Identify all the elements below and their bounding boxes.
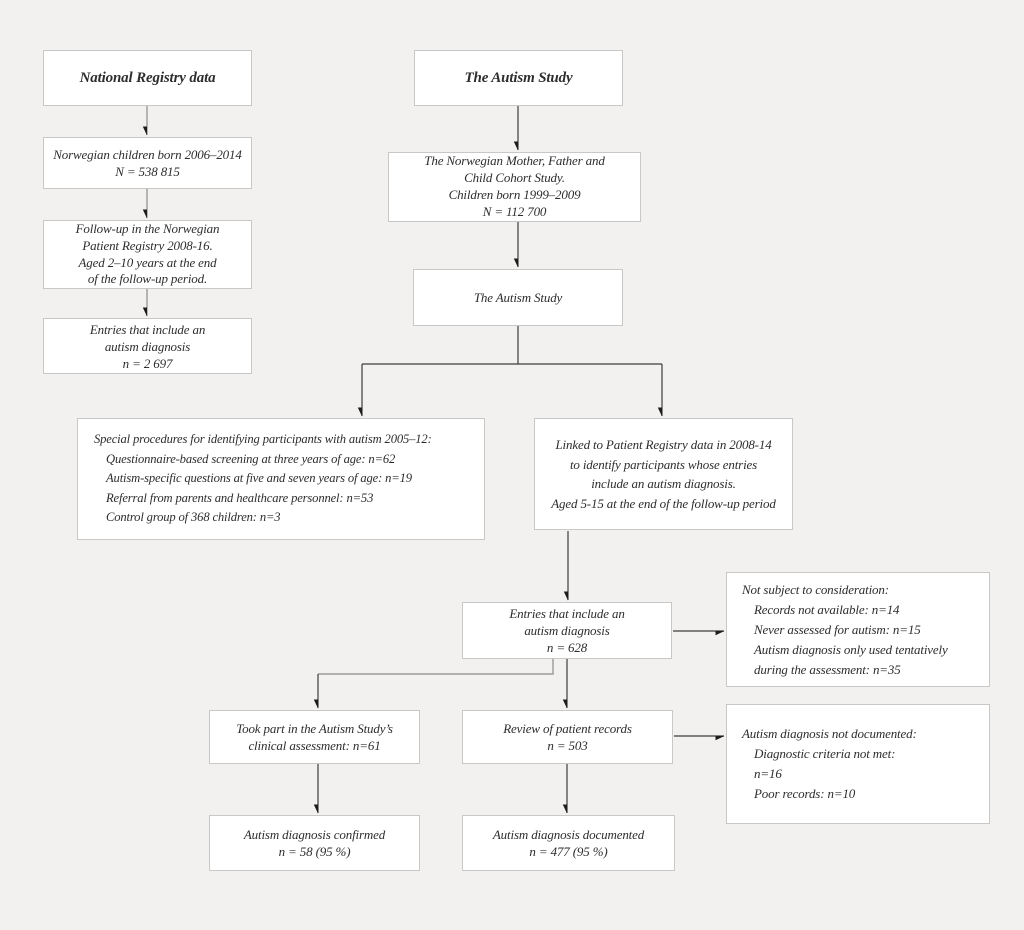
node-autism-study-header: The Autism Study xyxy=(414,50,623,106)
node-line: Never assessed for autism: n=15 xyxy=(754,621,921,637)
node-line: Norwegian children born 2006–2014 xyxy=(53,147,242,162)
node-line: Patient Registry 2008-16. xyxy=(82,237,213,253)
node-title: The Autism Study xyxy=(473,290,563,305)
node-line: Autism diagnosis documented xyxy=(492,827,645,842)
node-line: autism diagnosis xyxy=(524,623,610,638)
node-line: Entries that include an xyxy=(509,606,625,621)
node-special-procedures: Special procedures for identifying parti… xyxy=(77,418,485,540)
node-line: autism diagnosis xyxy=(104,338,191,354)
node-line: Linked to Patient Registry data in 2008-… xyxy=(555,437,772,452)
node-line: Child Cohort Study. xyxy=(464,170,565,186)
node-line: N = 112 700 xyxy=(482,203,547,219)
node-line: of the follow-up period. xyxy=(87,271,208,287)
node-line: n = 2 697 xyxy=(122,355,173,371)
node-diagnosis-confirmed: Autism diagnosis confirmed n = 58 (95 %) xyxy=(209,815,420,871)
node-line: Aged 5-15 at the end of the follow-up pe… xyxy=(551,495,776,511)
node-line: n = 628 xyxy=(546,640,588,655)
node-line: Took part in the Autism Study’s xyxy=(236,721,393,736)
node-line: Referral from parents and healthcare per… xyxy=(106,490,374,505)
node-line: n=16 xyxy=(754,766,782,781)
node-line: n = 503 xyxy=(547,738,588,753)
node-line: include an autism diagnosis. xyxy=(591,476,736,491)
node-entries-628: Entries that include an autism diagnosis… xyxy=(462,602,672,659)
node-norwegian-children: Norwegian children born 2006–2014 N = 53… xyxy=(43,137,252,189)
connector-branch-trunk xyxy=(362,326,662,365)
node-followup-registry: Follow-up in the Norwegian Patient Regis… xyxy=(43,220,252,289)
node-title: National Registry data xyxy=(79,69,216,86)
node-line: during the assessment: n=35 xyxy=(754,661,901,677)
node-line: Records not available: n=14 xyxy=(754,601,900,617)
node-line: Control group of 368 children: n=3 xyxy=(106,510,281,525)
connector-entries628-elbow xyxy=(318,659,554,675)
node-not-documented: Autism diagnosis not documented: Diagnos… xyxy=(726,704,990,824)
node-line: Autism-specific questions at five and se… xyxy=(106,471,412,486)
node-line: Autism diagnosis not documented: xyxy=(742,726,917,741)
node-entries-2697: Entries that include an autism diagnosis… xyxy=(43,318,252,374)
node-moba-cohort: The Norwegian Mother, Father and Child C… xyxy=(388,152,641,222)
node-review-records: Review of patient records n = 503 xyxy=(462,710,673,764)
node-took-part: Took part in the Autism Study’s clinical… xyxy=(209,710,420,764)
node-line: Autism diagnosis confirmed xyxy=(243,827,386,842)
node-line: Entries that include an xyxy=(89,321,206,337)
node-line: N = 538 815 xyxy=(115,164,180,179)
node-linked-registry: Linked to Patient Registry data in 2008-… xyxy=(534,418,793,530)
node-diagnosis-documented: Autism diagnosis documented n = 477 (95 … xyxy=(462,815,675,871)
node-national-registry-header: National Registry data xyxy=(43,50,252,106)
node-line: Aged 2–10 years at the end xyxy=(78,254,217,270)
node-autism-study: The Autism Study xyxy=(413,269,623,326)
node-line: n = 58 (95 %) xyxy=(278,844,351,859)
node-line: n = 477 (95 %) xyxy=(529,844,608,859)
node-line: Follow-up in the Norwegian xyxy=(75,220,220,236)
node-line: to identify participants whose entries xyxy=(569,456,758,472)
node-line: Special procedures for identifying parti… xyxy=(94,432,432,447)
node-line: Diagnostic criteria not met: xyxy=(754,746,896,761)
node-line: Poor records: n=10 xyxy=(754,786,856,801)
node-line: Questionnaire-based screening at three y… xyxy=(106,451,396,466)
node-line: Review of patient records xyxy=(503,721,632,736)
node-line: Not subject to consideration: xyxy=(742,581,889,597)
node-line: clinical assessment: n=61 xyxy=(248,738,381,753)
node-not-subject: Not subject to consideration: Records no… xyxy=(726,572,990,687)
node-line: Autism diagnosis only used tentatively xyxy=(754,641,948,657)
node-line: Children born 1999–2009 xyxy=(448,187,581,202)
node-title: The Autism Study xyxy=(464,69,573,86)
node-line: The Norwegian Mother, Father and xyxy=(424,153,605,169)
